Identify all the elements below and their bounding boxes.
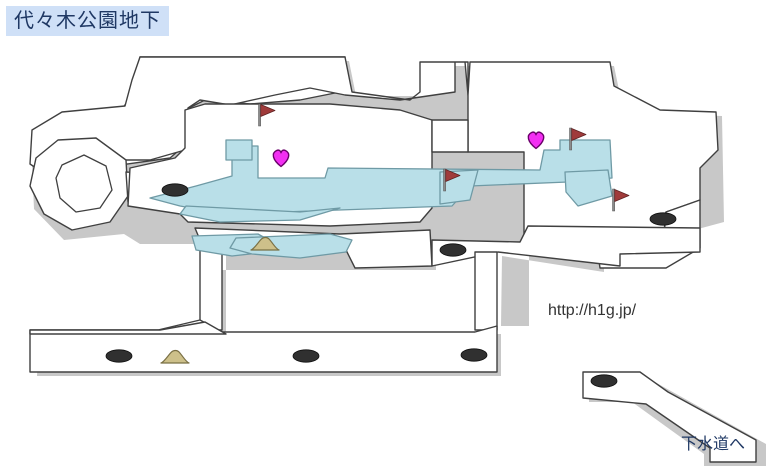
hole-exit-marker[interactable]: [590, 374, 618, 388]
page-title: 代々木公園地下: [6, 6, 169, 36]
corridor-bottom-left-cap: [29, 321, 227, 335]
sewer-exit-label: 下水道へ: [681, 434, 746, 453]
corridor-vertical-right: [474, 251, 498, 331]
hole-exit-marker[interactable]: [161, 183, 189, 197]
corridor-sewer-exit: [582, 371, 757, 463]
map-floor-layer: [29, 56, 757, 463]
site-url-text: http://h1g.jp/: [548, 302, 637, 319]
hole-exit-marker[interactable]: [292, 349, 320, 363]
hole-exit-marker[interactable]: [105, 349, 133, 363]
hole-exit-marker[interactable]: [439, 243, 467, 257]
water-center-tail: [179, 205, 341, 223]
corridor-right-lower: [431, 225, 701, 267]
hole-exit-marker[interactable]: [460, 348, 488, 362]
water-center-main: [149, 139, 613, 215]
room-upper-hall: [29, 56, 469, 173]
hole-exit-marker[interactable]: [649, 212, 677, 226]
map-water-layer: [149, 139, 613, 259]
corridor-mid-bridge: [431, 119, 469, 153]
water-right-pocket-b: [564, 169, 613, 207]
ring-room-inner: [55, 154, 113, 213]
water-small-top: [225, 139, 253, 161]
corridor-bottom: [29, 319, 498, 373]
